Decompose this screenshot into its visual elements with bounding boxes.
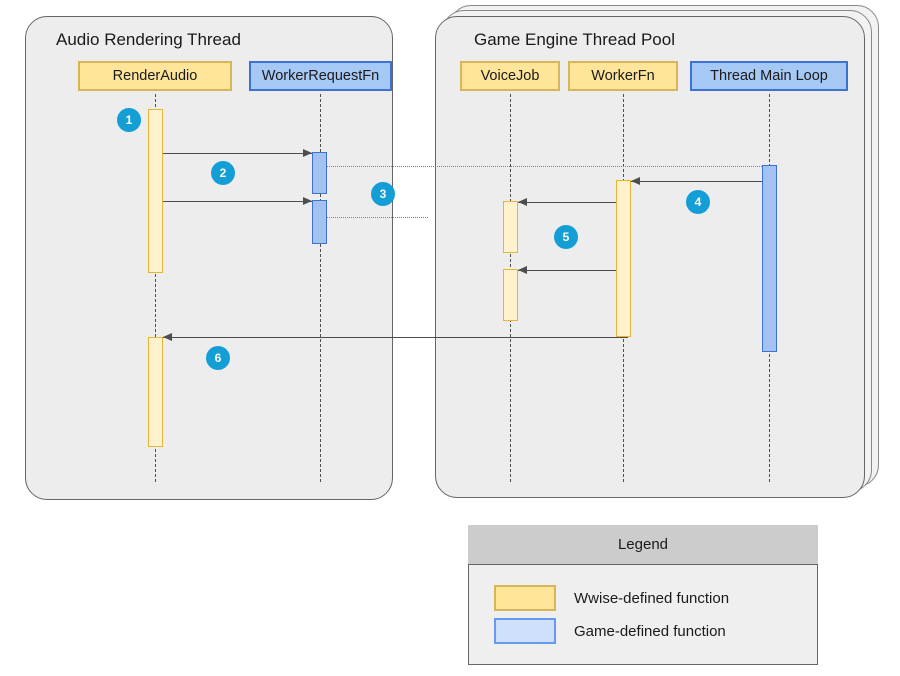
legend-swatch-game-icon bbox=[494, 618, 556, 644]
step-badge-6: 6 bbox=[206, 346, 230, 370]
legend-label-game: Game-defined function bbox=[574, 622, 726, 640]
activation-worker-request-fn-2 bbox=[312, 200, 327, 244]
step-badge-4: 4 bbox=[686, 190, 710, 214]
panel-title-game-engine-thread-pool: Game Engine Thread Pool bbox=[474, 30, 675, 49]
message-worker-fn-to-voice-job-2 bbox=[518, 270, 616, 271]
step-badge-2: 2 bbox=[211, 161, 235, 185]
arrowhead-worker-fn-to-render-audio bbox=[163, 333, 172, 341]
activation-worker-fn bbox=[616, 180, 631, 337]
legend-title: Legend bbox=[617, 536, 669, 553]
arrowhead-worker-fn-to-voice-job-2 bbox=[518, 266, 527, 274]
step-badge-1: 1 bbox=[117, 108, 141, 132]
participant-label-voice-job: VoiceJob bbox=[480, 68, 540, 84]
panel-title-audio-rendering-thread: Audio Rendering Thread bbox=[56, 30, 241, 49]
arrowhead-render-audio-to-worker-request-fn-1 bbox=[303, 149, 312, 157]
activation-worker-request-fn-1 bbox=[312, 152, 327, 194]
message-worker-request-handoff-2 bbox=[327, 217, 428, 218]
participant-worker-fn[interactable]: WorkerFn bbox=[568, 61, 678, 91]
participant-label-render-audio: RenderAudio bbox=[112, 68, 198, 84]
activation-render-audio-2 bbox=[148, 337, 163, 447]
arrowhead-render-audio-to-worker-request-fn-2 bbox=[303, 197, 312, 205]
participant-label-worker-request-fn: WorkerRequestFn bbox=[261, 68, 380, 84]
message-render-audio-to-worker-request-fn-1 bbox=[163, 153, 312, 154]
lifeline-worker-request-fn bbox=[320, 94, 321, 482]
participant-label-worker-fn: WorkerFn bbox=[591, 68, 655, 84]
legend-row-wwise: Wwise-defined function bbox=[494, 585, 729, 611]
arrowhead-worker-fn-to-voice-job-1 bbox=[518, 198, 527, 206]
panel-game-engine-thread-pool bbox=[435, 16, 865, 498]
legend-swatch-wwise-icon bbox=[494, 585, 556, 611]
legend-row-game: Game-defined function bbox=[494, 618, 726, 644]
activation-voice-job-1 bbox=[503, 201, 518, 253]
step-badge-3: 3 bbox=[371, 182, 395, 206]
message-worker-fn-to-render-audio bbox=[163, 337, 628, 338]
legend-label-wwise: Wwise-defined function bbox=[574, 589, 730, 607]
activation-render-audio-1 bbox=[148, 109, 163, 273]
participant-worker-request-fn[interactable]: WorkerRequestFn bbox=[249, 61, 392, 91]
lifeline-render-audio bbox=[155, 94, 156, 482]
legend-header: Legend bbox=[468, 525, 818, 565]
activation-voice-job-2 bbox=[503, 269, 518, 321]
message-worker-fn-to-voice-job-1 bbox=[518, 202, 616, 203]
participant-label-thread-main-loop: Thread Main Loop bbox=[710, 68, 828, 84]
step-badge-5: 5 bbox=[554, 225, 578, 249]
activation-thread-main-loop bbox=[762, 165, 777, 352]
message-thread-main-loop-to-worker-fn bbox=[631, 181, 762, 182]
panel-audio-rendering-thread bbox=[25, 16, 393, 500]
participant-voice-job[interactable]: VoiceJob bbox=[460, 61, 560, 91]
message-worker-request-handoff-1 bbox=[327, 166, 762, 167]
participant-thread-main-loop[interactable]: Thread Main Loop bbox=[690, 61, 848, 91]
participant-render-audio[interactable]: RenderAudio bbox=[78, 61, 232, 91]
arrowhead-thread-main-loop-to-worker-fn bbox=[631, 177, 640, 185]
message-render-audio-to-worker-request-fn-2 bbox=[163, 201, 312, 202]
